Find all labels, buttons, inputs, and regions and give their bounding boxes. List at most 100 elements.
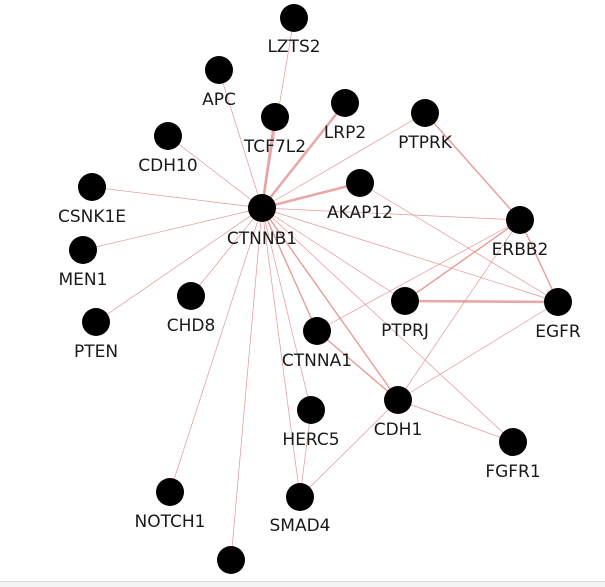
node-label-herc5: HERC5 (282, 430, 339, 450)
node-label-cdh10: CDH10 (138, 156, 197, 176)
node-fgfr1[interactable]: FGFR1 (485, 428, 541, 482)
node-label-egfr: EGFR (535, 322, 581, 342)
edge-layer (82, 17, 560, 561)
node-egfr[interactable]: EGFR (535, 288, 581, 342)
edge-erbb2-ptprj (404, 219, 521, 302)
edge-ctnnb1-smad4 (261, 207, 301, 498)
node-lzts2[interactable]: LZTS2 (267, 4, 321, 57)
edge-ctnnb1-ptprj (261, 207, 406, 302)
node-csnk1e[interactable]: CSNK1E (58, 173, 126, 227)
edge-ctnnb1-erbb2 (261, 207, 521, 221)
edge-ptprk-erbb2 (424, 112, 521, 221)
node-circle-cdh1[interactable] (384, 386, 412, 414)
node-circle-ctnnb1[interactable] (248, 194, 276, 222)
edge-cdh1-fgfr1 (397, 399, 514, 443)
node-label-notch1: NOTCH1 (135, 512, 206, 532)
node-label-ptprk: PTPRK (398, 133, 453, 153)
node-circle-chd8[interactable] (177, 282, 205, 310)
edge-ctnnb1-tcf7l2 (260, 115, 277, 210)
node-circle-men1[interactable] (69, 236, 97, 264)
edge-ptprj-egfr (403, 299, 560, 304)
edge-ctnnb1-lrp2 (260, 101, 347, 210)
edge-herc5-smad4 (299, 409, 312, 498)
node-cdh10[interactable]: CDH10 (138, 122, 198, 176)
edge-ctnnb1-pten (95, 207, 263, 323)
node-label-men1: MEN1 (59, 270, 108, 290)
edge-akap12-egfr (359, 182, 559, 303)
node-akap12[interactable]: AKAP12 (327, 169, 393, 223)
node-circle-egfr[interactable] (544, 288, 572, 316)
edge-cdh1-egfr (397, 301, 559, 401)
node-ctnnb1[interactable]: CTNNB1 (227, 194, 297, 249)
node-label-erbb2: ERBB2 (492, 240, 549, 260)
node-circle-herc5[interactable] (297, 396, 325, 424)
edge-ctnnb1-men1 (82, 207, 263, 251)
edge-ctnnb1-cdh10 (167, 135, 263, 209)
node-label-ctnnb1: CTNNB1 (227, 229, 297, 249)
node-circle-notch1[interactable] (156, 478, 184, 506)
node-smad4[interactable]: SMAD4 (270, 483, 331, 536)
node-apc[interactable]: APC (202, 56, 236, 110)
node-label-apc: APC (202, 90, 236, 110)
node-label-tcf7l2: TCF7L2 (243, 137, 306, 157)
node-circle-tcf7l2[interactable] (261, 103, 289, 131)
node-circle-ptprj[interactable] (391, 287, 419, 315)
node-circle-lrp2[interactable] (331, 89, 359, 117)
node-ptprk[interactable]: PTPRK (398, 99, 453, 153)
node-circle-ptprk[interactable] (411, 99, 439, 127)
node-circle-erbb2[interactable] (506, 206, 534, 234)
node-chd8[interactable]: CHD8 (167, 282, 216, 336)
edge-ctnnb1-akap12 (260, 181, 362, 210)
edge-erbb2-egfr (519, 219, 559, 303)
node-herc5[interactable]: HERC5 (282, 396, 340, 450)
edge-smad4-cdh1 (299, 399, 399, 498)
node-cdh1[interactable]: CDH1 (374, 386, 423, 440)
edge-ctnnb1-egfr (261, 207, 559, 303)
node-men1[interactable]: MEN1 (59, 236, 108, 290)
edge-ctnnb1-ctnna1 (261, 207, 318, 332)
edge-ctnna1-cdh1 (316, 330, 399, 401)
node-label-csnk1e: CSNK1E (58, 207, 126, 227)
edge-ctnnb1-cdh1 (261, 207, 399, 401)
edge-ctnnb1-apc (218, 69, 263, 209)
node-circle-cdh10[interactable] (154, 122, 182, 150)
node-circle-ctnna1[interactable] (303, 317, 331, 345)
edge-ctnnb1-smad2 (230, 207, 263, 561)
node-label-lrp2: LRP2 (324, 123, 366, 143)
node-circle-smad4[interactable] (286, 483, 314, 511)
edge-ctnnb1-chd8 (190, 207, 263, 297)
node-circle-akap12[interactable] (346, 169, 374, 197)
edge-ctnnb1-csnk1e (91, 186, 263, 209)
node-ptprj[interactable]: PTPRJ (381, 287, 429, 341)
node-label-akap12: AKAP12 (327, 203, 393, 223)
node-label-pten: PTEN (74, 342, 118, 362)
edge-erbb2-cdh1 (397, 219, 521, 401)
node-label-smad4: SMAD4 (270, 516, 331, 536)
edge-ctnnb1-ptprk (261, 112, 426, 209)
node-circle-smad2[interactable] (217, 546, 245, 574)
node-label-lzts2: LZTS2 (267, 37, 320, 57)
node-circle-apc[interactable] (205, 56, 233, 84)
node-circle-csnk1e[interactable] (78, 173, 106, 201)
node-notch1[interactable]: NOTCH1 (135, 478, 206, 532)
node-circle-lzts2[interactable] (280, 4, 308, 32)
node-circle-fgfr1[interactable] (499, 428, 527, 456)
node-label-chd8: CHD8 (167, 316, 216, 336)
bottom-scroll-strip (0, 581, 605, 587)
node-label-ctnna1: CTNNA1 (282, 351, 352, 371)
node-smad2[interactable] (217, 546, 245, 574)
node-pten[interactable]: PTEN (74, 308, 118, 362)
edge-erbb2-ctnna1 (316, 219, 521, 332)
node-erbb2[interactable]: ERBB2 (492, 206, 549, 260)
node-ctnna1[interactable]: CTNNA1 (282, 317, 352, 371)
edge-ctnnb1-herc5 (261, 207, 312, 411)
node-lrp2[interactable]: LRP2 (324, 89, 366, 143)
edge-ctnnb1-fgfr1 (261, 207, 514, 443)
node-label-fgfr1: FGFR1 (485, 462, 540, 482)
node-tcf7l2[interactable]: TCF7L2 (243, 103, 306, 157)
node-circle-pten[interactable] (82, 308, 110, 336)
node-label-cdh1: CDH1 (374, 420, 423, 440)
edge-ctnnb1-notch1 (169, 207, 263, 493)
